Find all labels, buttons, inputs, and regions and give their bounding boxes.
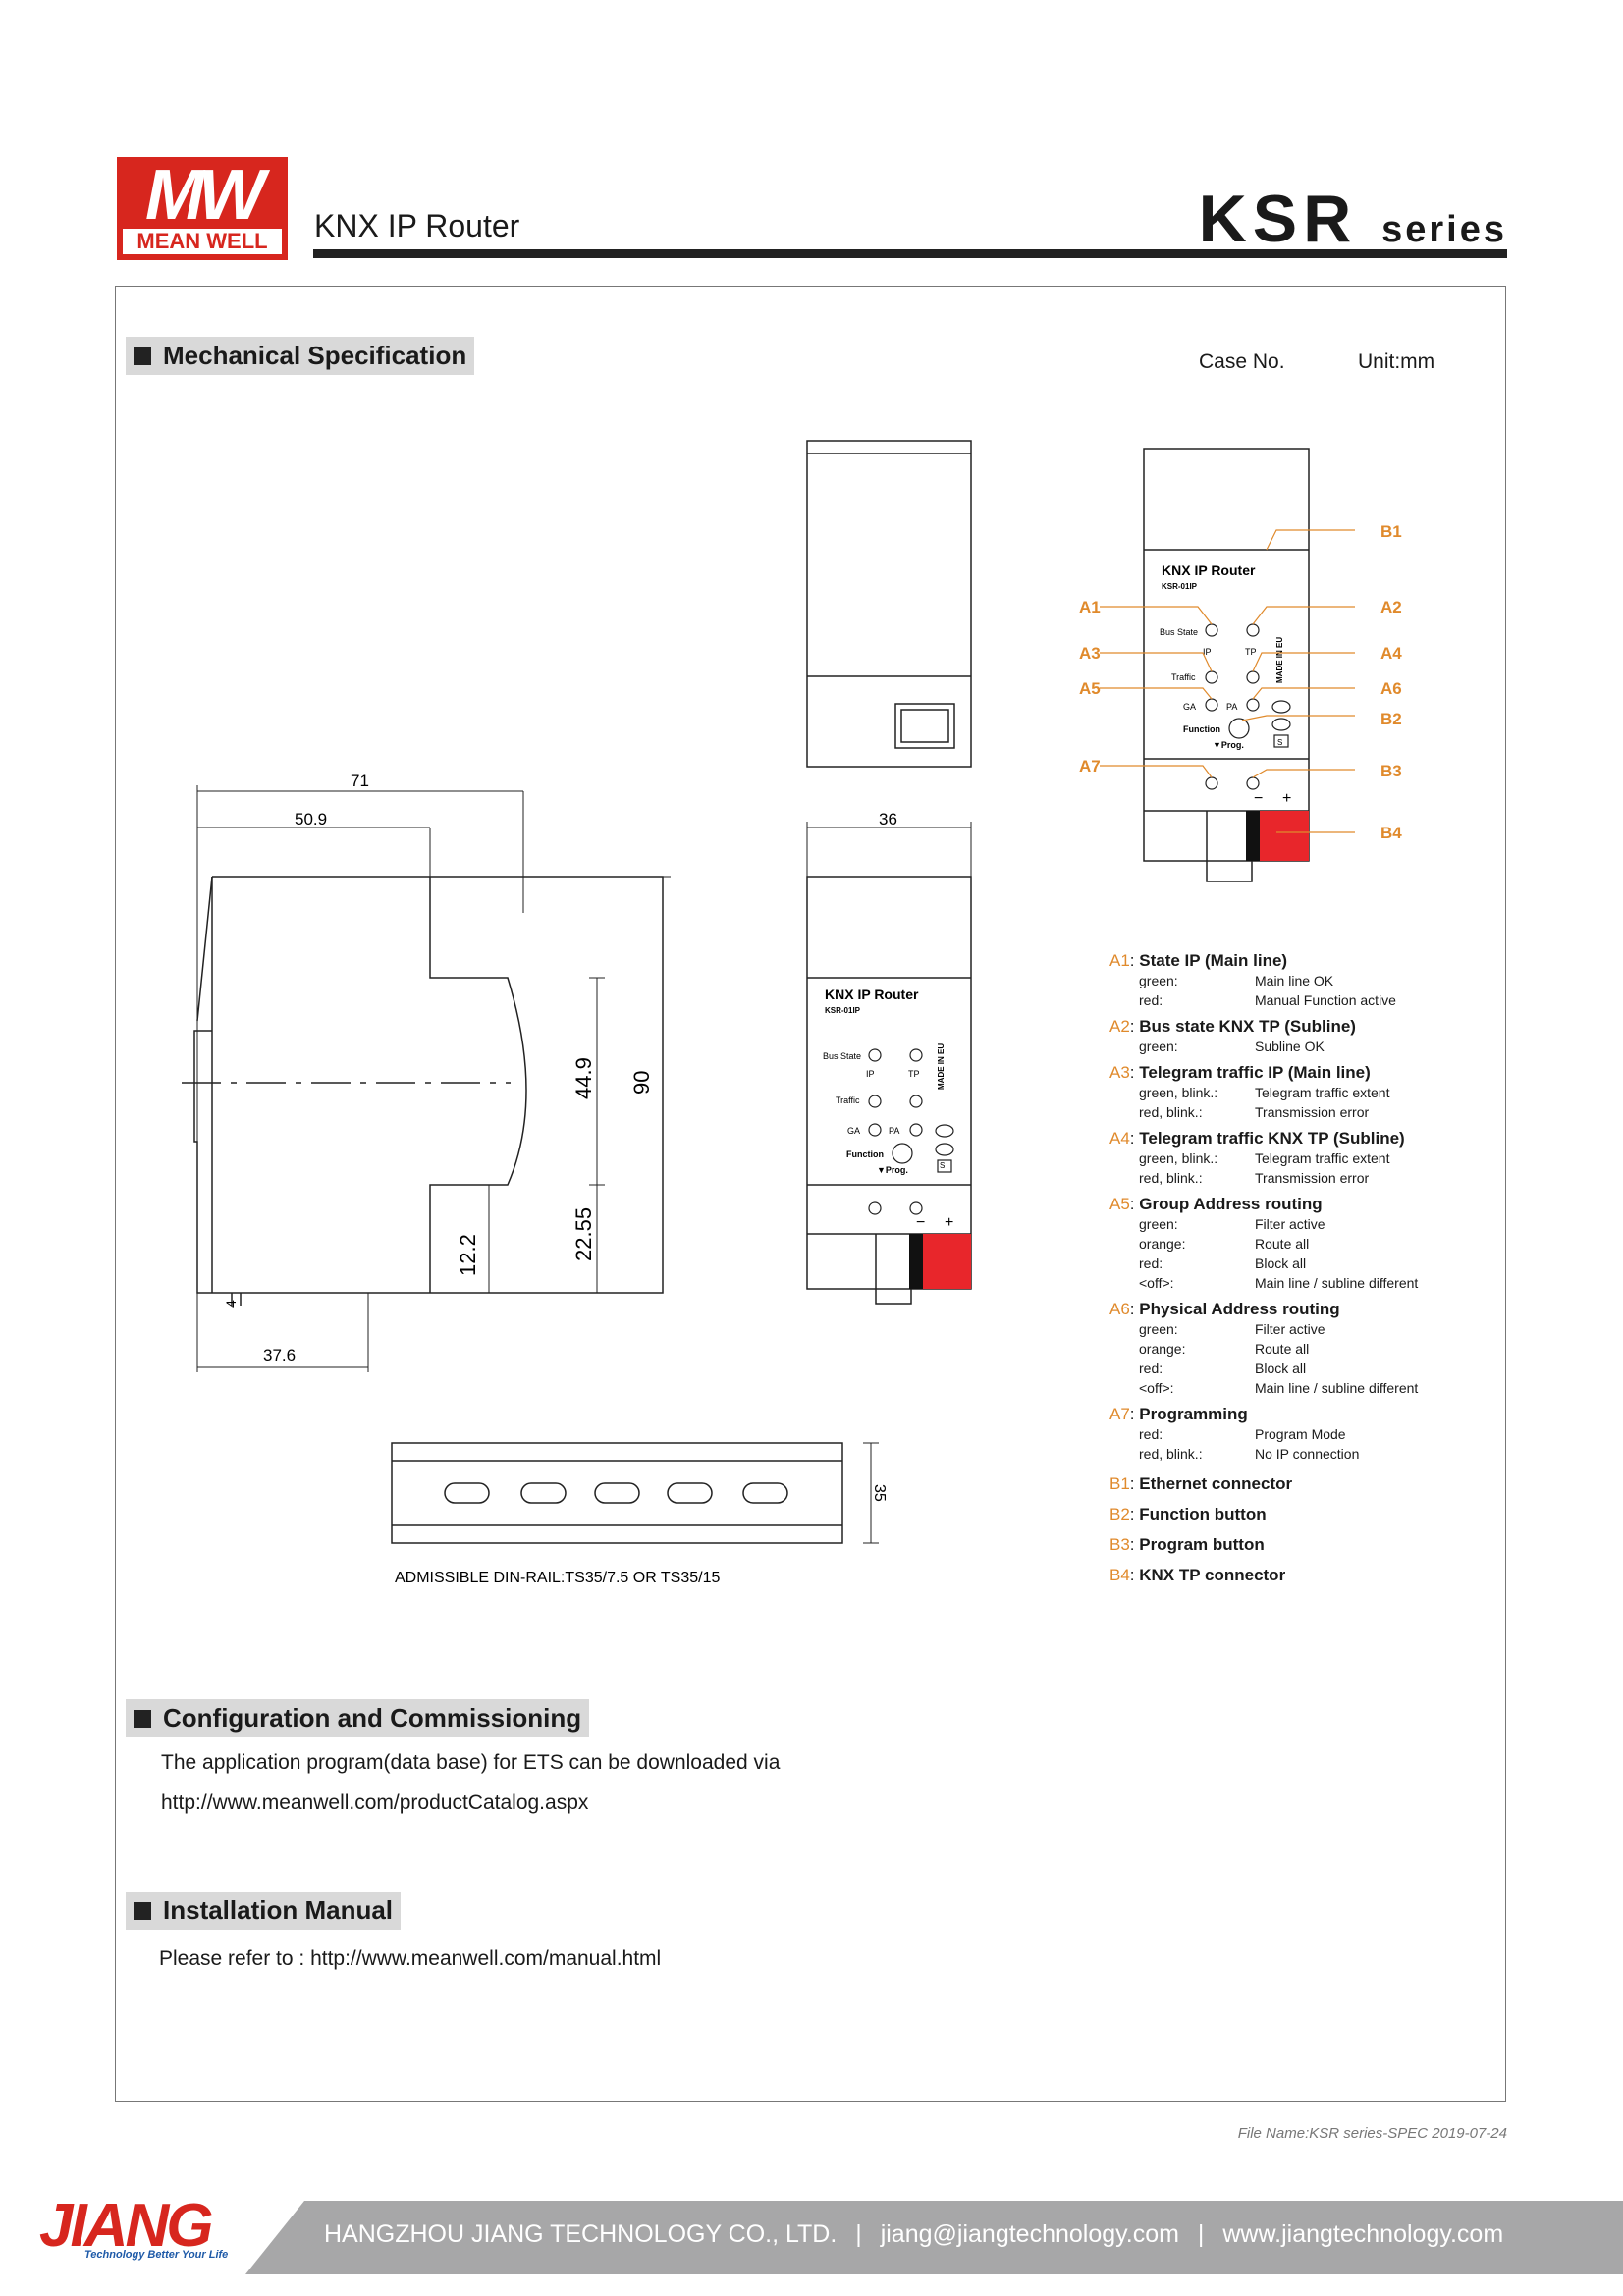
bullet-square: [134, 347, 151, 365]
legend-a5: A5: Group Address routing: [1109, 1195, 1323, 1213]
callout-b1: B1: [1380, 522, 1402, 541]
logo-wordmark: MEAN WELL: [123, 229, 282, 254]
panel-ga: GA: [847, 1126, 860, 1136]
front-panel-right: KNX IP Router KSR-01IP Bus State IP TP T…: [1100, 529, 1355, 861]
footer-email[interactable]: jiang@jiangtechnology.com: [880, 2220, 1179, 2248]
legend-b3: B3: Program button: [1109, 1535, 1265, 1554]
dim-71: 71: [351, 772, 369, 790]
panel-model: KSR-01IP: [825, 1006, 861, 1015]
section-mechanical: Mechanical Specification: [126, 337, 475, 375]
dim-4: 4: [223, 1300, 239, 1308]
panel-tp: TP: [908, 1069, 920, 1079]
series-suffix: series: [1381, 209, 1507, 250]
rpanel-minus: −: [1254, 790, 1263, 807]
footer-band: [245, 2201, 1623, 2274]
mechanical-drawing: 71 50.9 36 44.9 90 22.55 12.2 4 37.6 35 …: [182, 440, 1402, 1586]
callout-a3: A3: [1079, 644, 1101, 663]
product-title: KNX IP Router: [314, 208, 520, 243]
dim-36: 36: [879, 810, 897, 828]
callout-a2: A2: [1380, 598, 1402, 616]
bullet-square: [134, 1710, 151, 1728]
dim-44-9: 44.9: [571, 1057, 596, 1099]
section-config-title: Configuration and Commissioning: [163, 1703, 582, 1733]
rpanel-prog: ▼Prog.: [1213, 740, 1244, 750]
legend-b4: B4: KNX TP connector: [1109, 1566, 1286, 1584]
section-install-title: Installation Manual: [163, 1896, 394, 1925]
panel-prog: ▼Prog.: [877, 1165, 908, 1175]
footer-contact: HANGZHOU JIANG TECHNOLOGY CO., LTD. | ji…: [324, 2220, 1503, 2249]
dim-12-2: 12.2: [456, 1234, 480, 1276]
logo-mark: MW: [145, 156, 265, 235]
bullet-square: [134, 1902, 151, 1920]
legend-a2: A2: Bus state KNX TP (Subline): [1109, 1017, 1356, 1036]
callout-a1: A1: [1079, 598, 1101, 616]
series-main: KSR: [1198, 182, 1358, 256]
callout-a4: A4: [1380, 644, 1402, 663]
rpanel-pa: PA: [1226, 702, 1237, 712]
section-config: Configuration and Commissioning: [126, 1699, 590, 1737]
meanwell-logo: MW MEAN WELL: [117, 157, 288, 260]
panel-ip: IP: [866, 1069, 875, 1079]
callout-b2: B2: [1380, 710, 1402, 728]
callout-b4: B4: [1380, 824, 1402, 842]
header-rule: [313, 249, 1507, 258]
legend-a7: A7: Programming: [1109, 1405, 1248, 1423]
dim-50-9: 50.9: [295, 810, 327, 828]
dim-35: 35: [871, 1484, 888, 1502]
footer-company: HANGZHOU JIANG TECHNOLOGY CO., LTD.: [324, 2220, 838, 2248]
file-name: File Name:KSR series-SPEC 2019-07-24: [1237, 2125, 1507, 2142]
unit-label: Unit:mm: [1358, 350, 1435, 373]
front-panel-center: KNX IP Router KSR-01IP Bus State IP TP T…: [823, 987, 971, 1289]
panel-bus-state: Bus State: [823, 1051, 861, 1061]
din-rail-note: ADMISSIBLE DIN-RAIL:TS35/7.5 OR TS35/15: [395, 1570, 720, 1586]
panel-traffic: Traffic: [836, 1095, 860, 1105]
case-no-label: Case No.: [1199, 350, 1285, 373]
led-legend: A1: State IP (Main line) green:Main line…: [1109, 951, 1419, 1584]
legend-a3: A3: Telegram traffic IP (Main line): [1109, 1063, 1371, 1082]
callout-a5: A5: [1079, 679, 1101, 698]
rpanel-plus: +: [1282, 790, 1291, 807]
legend-a4: A4: Telegram traffic KNX TP (Subline): [1109, 1129, 1405, 1148]
legend-a6: A6: Physical Address routing: [1109, 1300, 1340, 1318]
rpanel-made-in-eu: MADE IN EU: [1275, 637, 1284, 683]
dim-90: 90: [629, 1071, 654, 1095]
install-text: Please refer to : http://www.meanwell.co…: [159, 1948, 662, 1970]
dim-22-55: 22.55: [571, 1207, 596, 1261]
panel-name: KNX IP Router: [825, 987, 919, 1002]
rpanel-bus-state: Bus State: [1160, 627, 1198, 637]
rpanel-ga: GA: [1183, 702, 1196, 712]
jiang-tagline: Technology Better Your Life: [84, 2249, 229, 2261]
panel-plus: +: [945, 1214, 953, 1231]
legend-b2: B2: Function button: [1109, 1505, 1267, 1523]
footer-sep-2: |: [1197, 2220, 1205, 2248]
content-frame: [115, 286, 1506, 2102]
rpanel-ip: IP: [1203, 647, 1212, 657]
panel-made-in-eu: MADE IN EU: [937, 1043, 946, 1090]
legend-b1: B1: Ethernet connector: [1109, 1474, 1293, 1493]
section-mechanical-title: Mechanical Specification: [163, 341, 467, 370]
footer-sep-1: |: [855, 2220, 862, 2248]
legend-a1: A1: State IP (Main line): [1109, 951, 1288, 970]
panel-minus: −: [916, 1214, 925, 1231]
rpanel-s: S: [1277, 738, 1282, 747]
series-title: KSR series: [1199, 181, 1507, 257]
panel-pa: PA: [889, 1126, 899, 1136]
panel-function: Function: [846, 1149, 884, 1159]
rpanel-tp: TP: [1245, 647, 1257, 657]
dim-37-6: 37.6: [263, 1346, 296, 1364]
footer-web[interactable]: www.jiangtechnology.com: [1222, 2220, 1504, 2248]
callout-b3: B3: [1380, 762, 1402, 780]
jiang-logo: JIANG: [39, 2192, 213, 2260]
rpanel-function: Function: [1183, 724, 1220, 734]
callout-a7: A7: [1079, 757, 1101, 775]
config-line-2: http://www.meanwell.com/productCatalog.a…: [161, 1791, 589, 1814]
rpanel-traffic: Traffic: [1171, 672, 1196, 682]
rpanel-name: KNX IP Router: [1162, 562, 1256, 578]
rpanel-model: KSR-01IP: [1162, 582, 1198, 591]
config-line-1: The application program(data base) for E…: [161, 1751, 781, 1774]
callout-a6: A6: [1380, 679, 1402, 698]
panel-s: S: [940, 1161, 945, 1170]
section-install: Installation Manual: [126, 1892, 402, 1930]
